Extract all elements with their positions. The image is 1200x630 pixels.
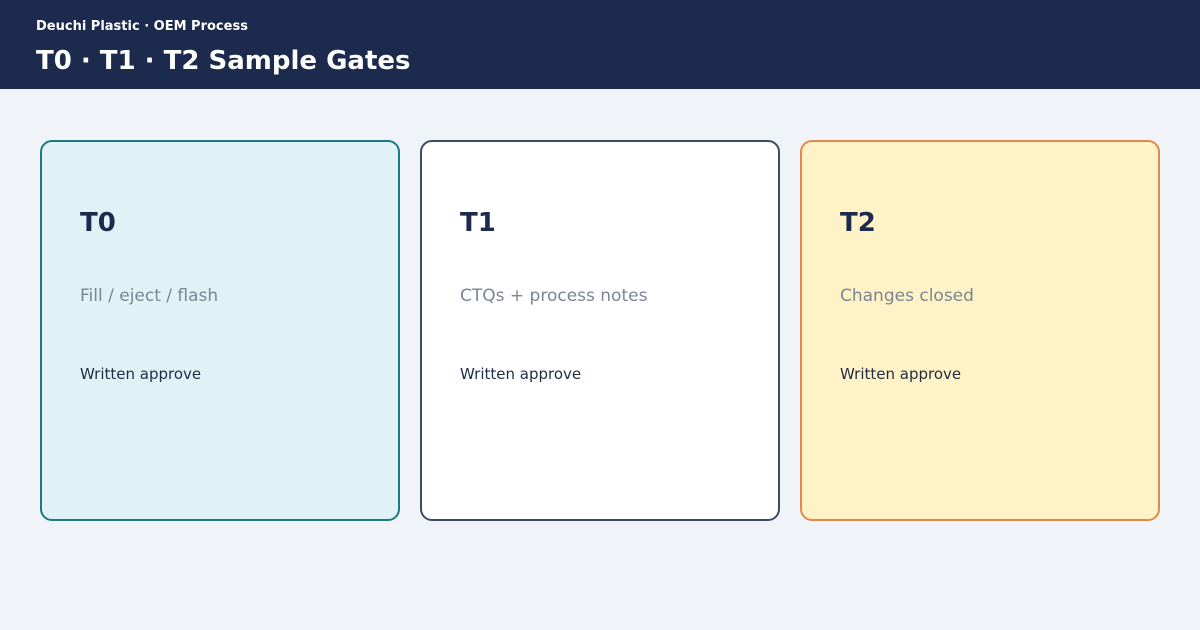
stage-label: T1 <box>460 208 496 238</box>
stage-description: Fill / eject / flash <box>80 286 219 306</box>
stage-card-t0: T0 Fill / eject / flash Written approve <box>40 140 400 521</box>
stage-approval-note: Written approve <box>840 365 962 383</box>
header-banner: Deuchi Plastic · OEM Process T0 · T1 · T… <box>0 0 1200 89</box>
stage-description: Changes closed <box>840 286 974 306</box>
stage-card-t1: T1 CTQs + process notes Written approve <box>420 140 780 521</box>
stage-cards: T0 Fill / eject / flash Written approve … <box>40 140 1160 521</box>
header-eyebrow: Deuchi Plastic · OEM Process <box>36 19 248 34</box>
stage-approval-note: Written approve <box>80 365 202 383</box>
page-title: T0 · T1 · T2 Sample Gates <box>36 46 411 76</box>
stage-label: T0 <box>80 208 116 238</box>
stage-description: CTQs + process notes <box>460 286 648 306</box>
stage-label: T2 <box>840 208 876 238</box>
stage-card-t2: T2 Changes closed Written approve <box>800 140 1160 521</box>
stage-approval-note: Written approve <box>460 365 582 383</box>
